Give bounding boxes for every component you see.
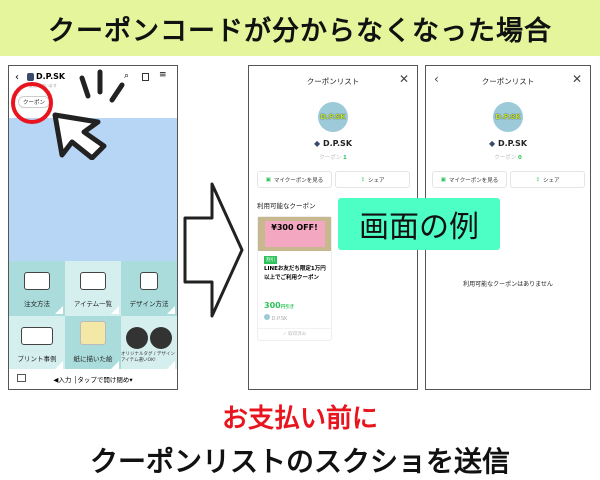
button-label: マイクーポンを見る xyxy=(273,177,324,184)
coupon-description: LINEお友だち限定1万円以上でご利用クーポン xyxy=(264,266,326,281)
coupon-count: クーポン 0 xyxy=(426,153,590,161)
close-icon[interactable]: ✕ xyxy=(571,72,582,86)
red-circle xyxy=(11,82,53,124)
menu-label: オリジナルタグ / デザインアイテム選いOK! xyxy=(121,352,175,363)
account-name: D.P.SK xyxy=(36,72,66,81)
search-icon[interactable]: ⌕ xyxy=(124,71,130,81)
share-icon: ⇪ xyxy=(535,176,541,183)
banner-title: クーポンコードが分からなくなった場合 xyxy=(0,0,600,56)
back-icon[interactable]: ‹ xyxy=(15,72,19,83)
toggle-label[interactable]: ◀入力 │タップで開け閉め▾ xyxy=(53,376,133,384)
menu-tag[interactable]: オリジナルタグ / デザインアイテム選いOK! xyxy=(121,316,177,371)
share-button[interactable]: ⇪シェア xyxy=(510,171,585,188)
my-coupon-button[interactable]: ▣マイクーポンを見る xyxy=(432,171,507,188)
menu-examples[interactable]: プリント事例 xyxy=(9,316,65,371)
menu-label: プリント事例 xyxy=(17,355,57,363)
coupon-amount: 300円引き xyxy=(264,301,294,310)
amount-value: 300 xyxy=(264,301,281,310)
instruction-line-2: クーポンリストのスクショを送信 xyxy=(89,445,510,478)
section-title: 利用可能なクーポン xyxy=(257,202,316,210)
shield-icon xyxy=(27,73,34,81)
tag-circle-icon xyxy=(126,327,148,349)
tag-circle-icon xyxy=(150,327,172,349)
right-arrow-icon xyxy=(183,182,244,318)
account-name: ◆ D.P.SK xyxy=(249,139,417,148)
shield-icon: ◆ xyxy=(488,139,496,148)
menu-drawing[interactable]: 紙に描いた絵 xyxy=(65,316,121,371)
button-label: マイクーポンを見る xyxy=(448,177,499,184)
cursor-spark-icon xyxy=(79,69,125,103)
coupon-count-label: クーポン xyxy=(494,155,517,161)
input-bar[interactable]: ◀入力 │タップで開け閉め▾ xyxy=(9,369,177,389)
button-label: シェア xyxy=(543,177,560,184)
coupon-status: ✓ 取得済み xyxy=(258,328,331,337)
cursor-arrow-icon xyxy=(52,112,107,160)
amount-unit: 円引き xyxy=(280,305,295,310)
instruction-line-1: お支払い前に xyxy=(221,404,378,434)
coupon-count-value: 0 xyxy=(517,155,522,161)
coupon-icon: ▣ xyxy=(265,176,271,183)
back-icon[interactable]: ‹ xyxy=(434,72,439,86)
empty-message: 利用可能なクーポンはありません xyxy=(463,281,553,288)
screen-title: クーポンリスト xyxy=(306,77,360,86)
share-button[interactable]: ⇪シェア xyxy=(335,171,410,188)
coupon-count-value: 1 xyxy=(342,155,347,161)
coupon-image: ¥300 OFF! xyxy=(264,221,325,247)
discount-badge: 割引 xyxy=(264,256,277,264)
coupon-card[interactable]: ¥300 OFF! 割引 LINEお友だち限定1万円以上でご利用クーポン 300… xyxy=(257,216,332,341)
close-icon[interactable]: ✕ xyxy=(398,72,409,86)
menu-order[interactable]: 注文方法 xyxy=(9,261,65,316)
shirts-icon xyxy=(21,327,53,345)
menu-label: アイテム一覧 xyxy=(73,300,113,308)
my-coupon-button[interactable]: ▣マイクーポンを見る xyxy=(257,171,332,188)
tshirt-icon xyxy=(80,272,106,290)
drawing-shirt-icon xyxy=(80,321,106,345)
menu-icon[interactable]: ≡ xyxy=(159,70,167,80)
coupon-count-label: クーポン xyxy=(319,155,342,161)
screen-title: クーポンリスト xyxy=(481,77,535,86)
account-name: ◆ D.P.SK xyxy=(426,139,590,148)
coupon-issuer: D.P.SK xyxy=(264,314,287,322)
menu-label: デザイン方法 xyxy=(129,300,169,308)
issuer-name: D.P.SK xyxy=(271,316,288,322)
account-logo: D.P.SK xyxy=(493,102,523,132)
share-icon: ⇪ xyxy=(360,176,366,183)
shield-icon: ◆ xyxy=(313,139,321,148)
coupon-icon: ▣ xyxy=(440,176,446,183)
example-label: 画面の例 xyxy=(338,198,500,250)
monitor-icon xyxy=(24,272,50,290)
highlight-overlay xyxy=(11,69,125,160)
rich-menu: 注文方法 アイテム一覧 デザイン方法 プリント事例 紙に描いた絵 オリジナルタグ… xyxy=(9,261,177,371)
menu-label: 紙に描いた絵 xyxy=(73,355,113,363)
coupon-count: クーポン 1 xyxy=(249,153,417,161)
keyboard-icon[interactable] xyxy=(17,374,26,382)
menu-items[interactable]: アイテム一覧 xyxy=(65,261,121,316)
menu-design[interactable]: デザイン方法 xyxy=(121,261,177,316)
account-name-text: D.P.SK xyxy=(322,139,353,148)
pencil-icon xyxy=(140,272,158,290)
button-label: シェア xyxy=(368,177,385,184)
menu-label: 注文方法 xyxy=(24,300,50,308)
account-logo: D.P.SK xyxy=(318,102,348,132)
issuer-logo-icon xyxy=(264,314,270,320)
note-icon[interactable] xyxy=(142,73,149,81)
account-name-text: D.P.SK xyxy=(497,139,528,148)
